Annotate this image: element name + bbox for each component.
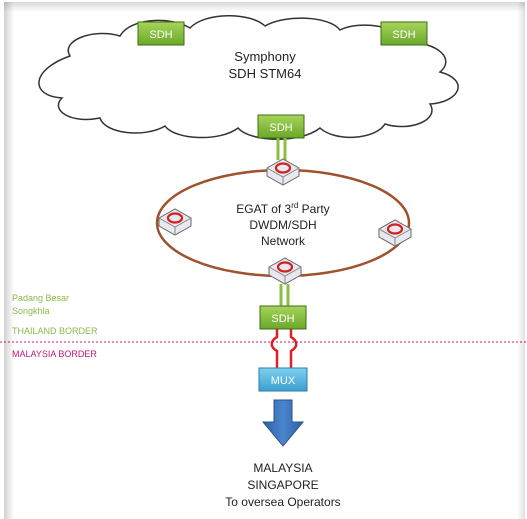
destination-line1: MALAYSIA	[253, 461, 312, 475]
ring-label-line2: DWDM/SDH	[249, 218, 316, 232]
link-cloud-to-ring	[276, 138, 287, 160]
sdh-node-top-right: SDH	[380, 21, 428, 46]
malaysia-border-label: MALAYSIA BORDER	[12, 349, 97, 359]
cloud-label-line1: Symphony	[234, 49, 296, 64]
mux-node: MUX	[258, 367, 308, 392]
symphony-cloud	[38, 15, 459, 140]
thailand-border-label: THAILAND BORDER	[12, 326, 98, 336]
router-icon-bottom	[267, 256, 303, 286]
router-icon-right	[377, 218, 413, 248]
sdh-label: SDH	[392, 29, 415, 41]
site-label-line1: Padang Besar	[12, 293, 69, 303]
site-label-line2: Songkhla	[12, 306, 50, 316]
router-icon-left	[157, 207, 193, 237]
destination-line3: To oversea Operators	[225, 495, 340, 509]
sdh-node-top-left: SDH	[137, 21, 185, 46]
down-arrow-icon	[261, 399, 305, 447]
ring-label-line1: EGAT of 3rd Party	[236, 201, 329, 216]
sdh-node-border: SDH	[259, 305, 307, 330]
cloud-label-line2: SDH STM64	[229, 66, 302, 81]
link-ring-to-border	[279, 284, 290, 306]
cable-sdh-to-mux	[270, 329, 298, 368]
ring-label-line3: Network	[261, 234, 306, 248]
mux-label: MUX	[271, 375, 296, 387]
sdh-label: SDH	[149, 29, 172, 41]
destination-line2: SINGAPORE	[247, 478, 318, 492]
router-icon-top	[265, 157, 301, 187]
sdh-label: SDH	[271, 313, 294, 325]
sdh-label: SDH	[269, 122, 292, 134]
sdh-node-cloud-bottom: SDH	[257, 114, 305, 139]
